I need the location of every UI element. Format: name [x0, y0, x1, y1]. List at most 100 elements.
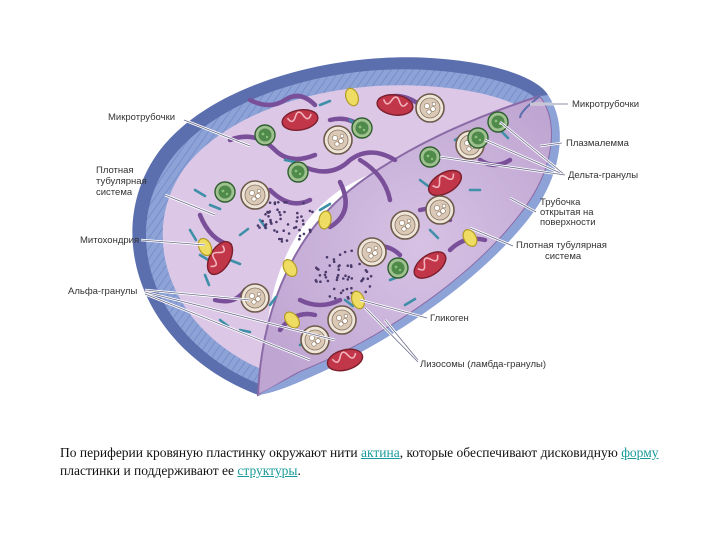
glycogen-granule: [311, 210, 314, 214]
glycogen-granule: [296, 216, 299, 219]
alpha-granule: [390, 210, 420, 240]
glycogen-granule: [287, 232, 291, 235]
glycogen-granule: [324, 276, 328, 279]
glycogen-granule: [283, 201, 286, 204]
glycogen-granule: [338, 253, 342, 256]
glycogen-granule: [264, 213, 267, 216]
label-dense-tubular-left-3: система: [96, 187, 133, 198]
glycogen-granule: [315, 266, 318, 270]
link-actin[interactable]: актина: [360, 445, 400, 460]
glycogen-granule: [256, 224, 260, 227]
glycogen-granule: [362, 277, 365, 280]
glycogen-granule: [323, 273, 327, 277]
glycogen-granule: [338, 264, 341, 267]
glycogen-granule: [342, 277, 345, 280]
glycogen-granule: [343, 250, 347, 254]
label-open-tubule-2: открытая на: [540, 207, 594, 218]
glycogen-granule: [282, 229, 286, 232]
glycogen-granule: [277, 201, 280, 204]
glycogen-granule: [286, 223, 290, 226]
glycogen-granule: [280, 237, 283, 241]
glycogen-granule: [347, 275, 351, 279]
glycogen-granule: [350, 277, 354, 280]
glycogen-granule: [325, 255, 329, 259]
glycogen-granule: [268, 201, 272, 204]
delta-granule: [254, 124, 276, 146]
glycogen-granule: [258, 226, 261, 229]
glycogen-granule: [339, 291, 343, 295]
glycogen-granule: [298, 237, 301, 241]
glycogen-granule: [279, 213, 282, 217]
glycogen-granule: [278, 211, 281, 214]
delta-granule: [351, 117, 373, 139]
label-microtubules-left: Микротрубочки: [108, 112, 175, 123]
glycogen-granule: [328, 295, 332, 298]
glycogen-granule: [275, 230, 279, 234]
glycogen-granule: [285, 239, 289, 242]
glycogen-granule: [332, 260, 336, 264]
caption: По периферии кровяную пластинку окружают…: [60, 444, 660, 480]
glycogen-granule: [264, 226, 267, 230]
glycogen-granule: [279, 217, 282, 221]
glycogen-granule: [302, 222, 305, 226]
glycogen-granule: [266, 210, 269, 214]
glycogen-granule: [341, 289, 345, 292]
glycogen-granule: [269, 218, 272, 222]
delta-granule: [487, 111, 509, 133]
label-alpha-granules: Альфа-гранулы: [68, 286, 137, 297]
glycogen-granule: [295, 220, 299, 223]
glycogen-granule: [273, 201, 277, 204]
delta-granule: [467, 127, 489, 149]
glycogen-granule: [368, 285, 372, 288]
glycogen-granule: [280, 240, 284, 243]
delta-granule: [287, 161, 309, 183]
glycogen-granule: [319, 280, 322, 284]
glycogen-granule: [349, 264, 353, 267]
glycogen-granule: [366, 277, 370, 281]
delta-granule: [214, 181, 236, 203]
glycogen-granule: [332, 258, 336, 261]
glycogen-granule: [346, 264, 350, 268]
glycogen-granule: [336, 276, 339, 279]
leader-lines: [140, 102, 568, 363]
glycogen-granule: [300, 215, 303, 218]
glycogen-granule: [369, 274, 373, 278]
glycogen-granule: [264, 223, 268, 226]
cut-face-rim: [519, 95, 541, 119]
alpha-granule: [425, 195, 455, 225]
caption-text-3: пластинки и поддерживают ее: [60, 463, 238, 478]
glycogen-granule: [345, 287, 349, 291]
glycogen-granule: [358, 262, 361, 266]
label-mitochondria: Митохондрия: [80, 235, 139, 246]
glycogen-granule: [298, 228, 301, 232]
glycogen-granule: [346, 295, 350, 299]
glycogen-granule: [283, 210, 286, 214]
glycogen-granule: [314, 279, 318, 282]
label-glycogen: Гликоген: [430, 313, 469, 324]
label-microtubules-right: Микротрубочки: [572, 99, 639, 110]
caption-text-2: , которые обеспечивают дисковидную: [399, 445, 622, 460]
link-structure[interactable]: структуры: [237, 463, 298, 478]
glycogen-granule: [328, 264, 332, 267]
glycogen-granule: [302, 201, 305, 205]
label-open-tubule-1: Трубочка: [540, 197, 581, 208]
alpha-granule: [240, 283, 270, 313]
glycogen-granule: [293, 226, 296, 230]
alpha-granule: [357, 237, 387, 267]
link-shape[interactable]: форму: [621, 445, 659, 460]
glycogen-granule: [267, 215, 270, 218]
glycogen-granule: [337, 268, 341, 271]
glycogen-granule: [309, 230, 312, 233]
glycogen-granule: [344, 274, 347, 278]
label-dense-tubular-right-2: система: [545, 251, 582, 262]
label-dense-tubular-right-1: Плотная тубулярная: [516, 240, 607, 251]
glycogen-granule: [346, 278, 350, 281]
glycogen-granule: [273, 229, 276, 232]
label-delta-granules: Дельта-гранулы: [568, 170, 638, 181]
glycogen-granule: [350, 249, 354, 253]
caption-text-4: .: [297, 463, 301, 478]
glycogen-granule: [333, 297, 337, 300]
glycogen-granule: [332, 287, 336, 291]
glycogen-granule: [326, 279, 330, 283]
glycogen-granule: [302, 232, 306, 236]
